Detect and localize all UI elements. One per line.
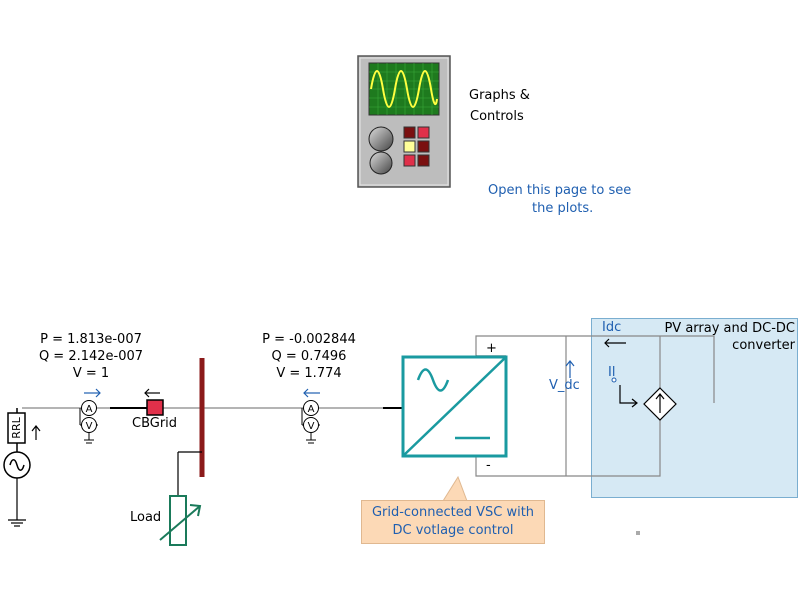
left-ammeter-glyph: A xyxy=(86,404,93,415)
dc-positive-wire xyxy=(475,335,715,403)
vsc-callout: Grid-connected VSC with DC votlage contr… xyxy=(361,500,545,544)
pv-box-line2: converter xyxy=(732,338,795,353)
breaker-label: CBGrid xyxy=(132,416,178,431)
left-meter-q: Q = 2.142e-007 xyxy=(38,349,144,364)
vsc-callout-line1: Grid-connected VSC with xyxy=(371,505,535,520)
graphs-label-line2: Controls xyxy=(470,109,524,124)
left-meter-p: P = 1.813e-007 xyxy=(40,332,142,347)
pv-box-line1: PV array and DC-DC xyxy=(664,321,795,336)
pv-box-title: PV array and DC-DC converter xyxy=(655,320,795,354)
stray-dot xyxy=(636,531,640,535)
dc-negative-wire xyxy=(475,420,661,477)
oscilloscope-icon[interactable] xyxy=(357,55,451,188)
rrl-label: RRL xyxy=(10,416,23,438)
load-label: Load xyxy=(130,510,162,525)
idc-label: Idc xyxy=(602,320,622,335)
right-meter-q: Q = 0.7496 xyxy=(271,349,347,364)
idc-measurement[interactable] xyxy=(604,338,626,348)
vsc-minus-terminal: - xyxy=(486,458,491,473)
left-voltmeter-glyph: V xyxy=(86,421,93,432)
vsc-callout-line2: DC votlage control xyxy=(392,523,514,538)
left-meter-v: V = 1 xyxy=(72,366,110,381)
graphs-hint-line2: the plots. xyxy=(532,201,594,216)
right-meter-p: P = -0.002844 xyxy=(262,332,356,347)
right-multimeter[interactable] xyxy=(301,388,320,444)
graphs-label-line1: Graphs & xyxy=(469,88,530,103)
left-multimeter[interactable] xyxy=(79,388,101,444)
graphs-hint-line1: Open this page to see xyxy=(488,183,632,198)
graphs-controls-component[interactable] xyxy=(357,55,451,188)
dependent-current-source[interactable] xyxy=(643,387,677,421)
vdc-measurement[interactable] xyxy=(565,360,575,378)
pv-array-dcdc-block[interactable] xyxy=(591,318,798,498)
breaker-cbgrid[interactable] xyxy=(144,388,164,416)
vdc-label: V_dc xyxy=(549,378,580,393)
il-label: Il xyxy=(608,365,616,380)
vsc-plus-terminal: + xyxy=(486,341,497,356)
variable-load[interactable] xyxy=(159,451,202,546)
callout-pointer xyxy=(442,475,468,502)
right-ammeter-glyph: A xyxy=(308,404,315,415)
grid-connected-vsc[interactable] xyxy=(401,355,508,458)
left-meter-readout: P = 1.813e-007 Q = 2.142e-007 V = 1 xyxy=(34,331,148,382)
right-meter-v: V = 1.774 xyxy=(276,366,342,381)
right-meter-readout: P = -0.002844 Q = 0.7496 V = 1.774 xyxy=(254,331,364,382)
right-voltmeter-glyph: V xyxy=(308,421,315,432)
il-signal[interactable] xyxy=(611,377,638,408)
rrl-source[interactable] xyxy=(3,408,41,527)
